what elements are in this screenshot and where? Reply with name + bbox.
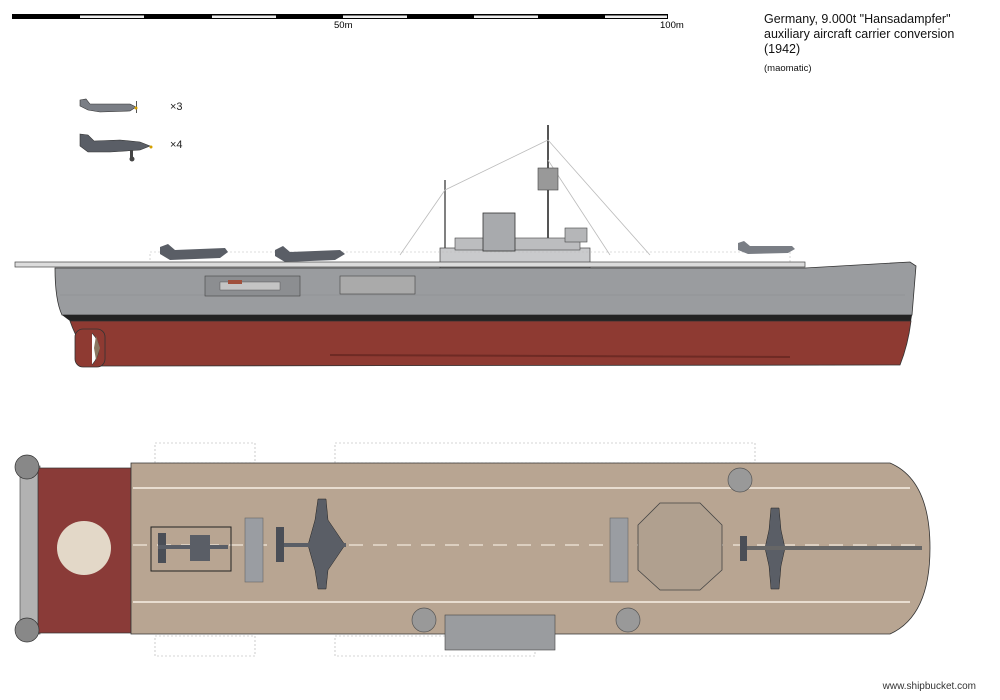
title-line-1: Germany, 9.000t "Hansadampfer"	[764, 12, 951, 26]
scale-label-100m: 100m	[660, 20, 684, 31]
dive-bomber-count: ×4	[170, 139, 183, 151]
website-credit: www.shipbucket.com	[882, 681, 976, 692]
drawing-title: Germany, 9.000t "Hansadampfer" auxiliary…	[764, 12, 954, 57]
top-view	[14, 442, 931, 657]
fighter-count: ×3	[170, 101, 183, 113]
fighter-aircraft-icon	[79, 98, 138, 113]
title-line-2: auxiliary aircraft carrier conversion	[764, 27, 955, 41]
scale-label-50m: 50m	[334, 20, 353, 31]
dive-bomber-aircraft-icon	[79, 133, 153, 162]
scale-bar	[12, 14, 668, 19]
title-line-3: (1942)	[764, 42, 801, 56]
author-credit: (maomatic)	[764, 63, 812, 74]
side-view	[14, 125, 917, 368]
